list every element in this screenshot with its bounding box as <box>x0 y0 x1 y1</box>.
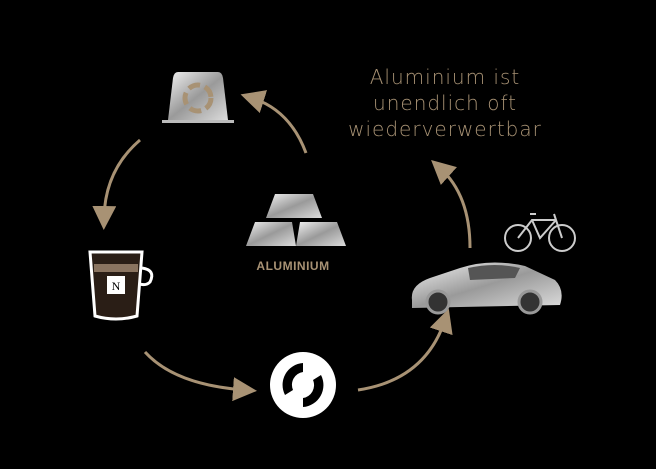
car-icon <box>411 262 562 315</box>
recycling-symbol-icon <box>270 352 336 418</box>
aluminium-ingots-icon <box>246 194 346 246</box>
svg-text:N: N <box>112 279 121 293</box>
arrow-cup-to-recycling <box>143 350 257 402</box>
coffee-cup-icon: N <box>88 250 154 321</box>
arrow-car-to-text <box>431 159 472 249</box>
bicycle-icon <box>504 213 576 252</box>
arrow-aluminium-to-capsule <box>240 90 308 154</box>
arrow-recycling-to-car <box>357 308 453 392</box>
headline-text: Aluminium ist unendlich oft wiederverwer… <box>348 65 542 141</box>
cycle-arrows <box>92 90 472 402</box>
aluminium-label: ALUMINIUM <box>256 259 330 273</box>
arrow-capsule-to-cup <box>92 138 141 230</box>
capsule-icon <box>162 72 234 123</box>
